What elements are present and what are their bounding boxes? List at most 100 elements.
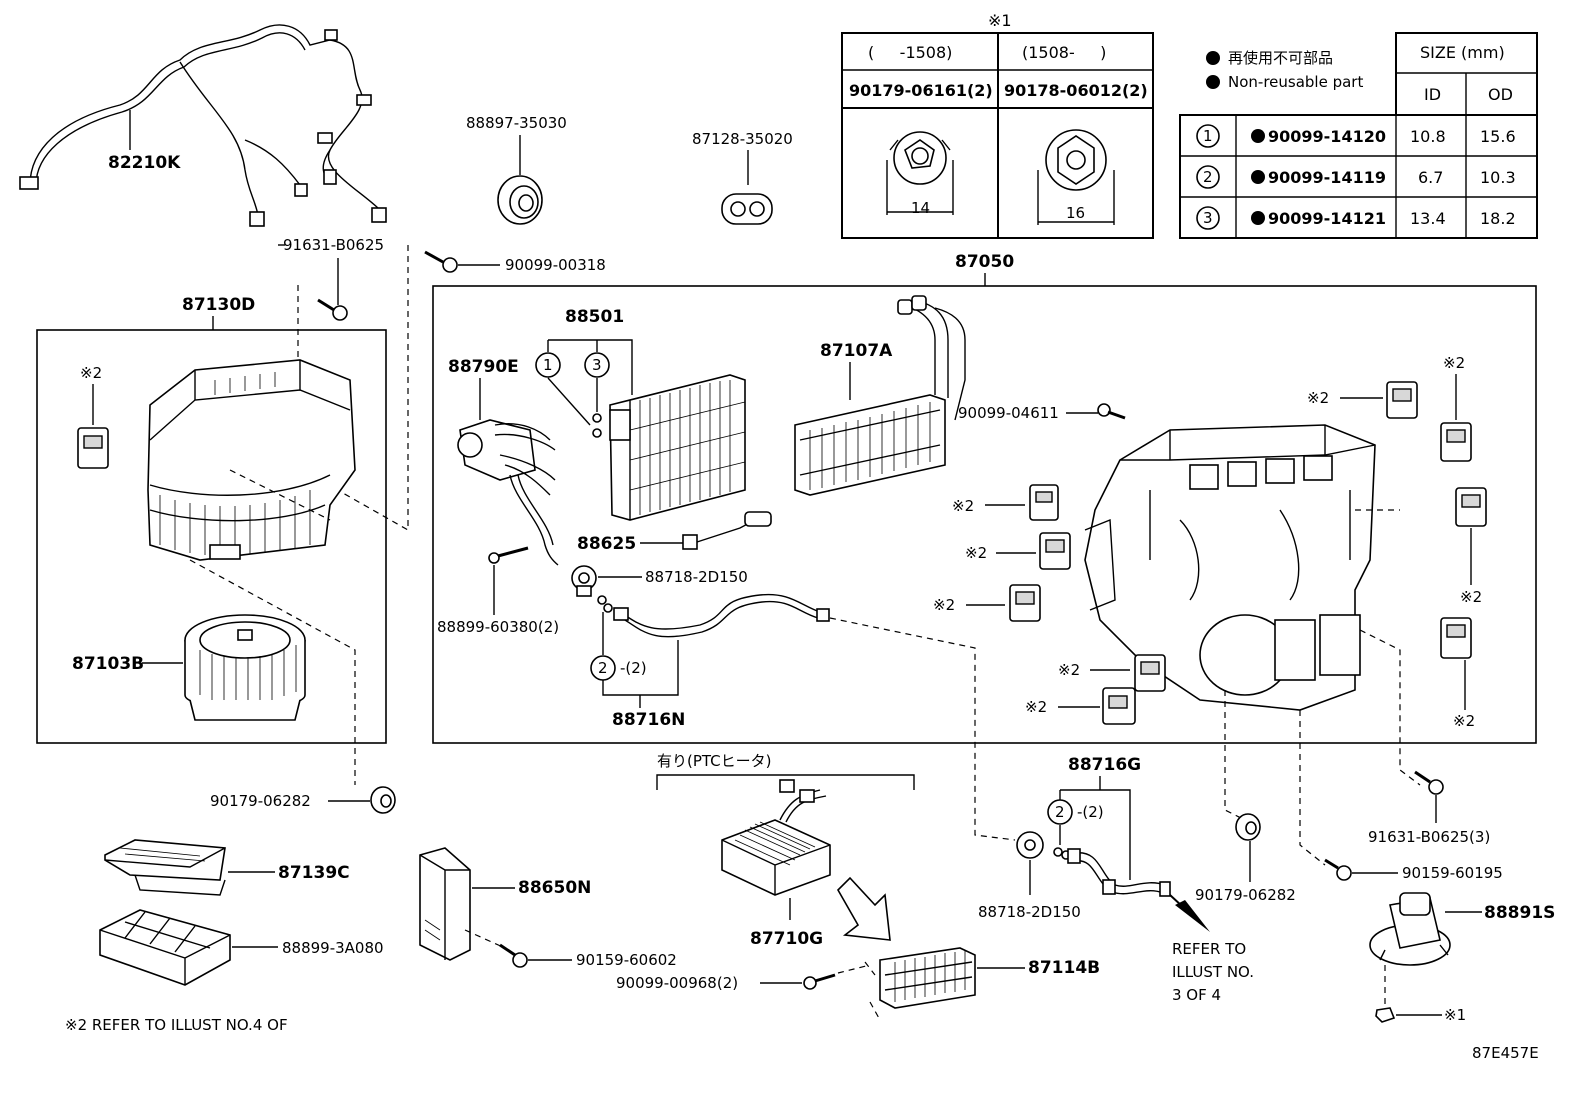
label-91631-b0625: 91631-B0625 xyxy=(283,236,384,254)
row2-no: 2 xyxy=(1203,168,1213,186)
thermistor-drawing xyxy=(682,511,772,550)
bolt-icon xyxy=(317,298,348,321)
callout-2-a-qty: -(2) xyxy=(620,659,647,677)
label-88501: 88501 xyxy=(565,307,624,327)
bullet-icon xyxy=(1251,170,1265,184)
o-ring-2-callout xyxy=(1047,799,1073,825)
label-87130d: 87130D xyxy=(182,295,255,315)
hvac-case-drawing xyxy=(1084,424,1376,711)
connector-icon xyxy=(19,176,39,190)
o-ring-icon xyxy=(597,595,607,605)
ptc-heater-drawing xyxy=(721,779,831,896)
unit-assy-frame xyxy=(432,285,1537,744)
o-ring-2-callout xyxy=(590,655,616,681)
servo-icon xyxy=(1009,584,1041,622)
bullet-icon xyxy=(1251,129,1265,143)
nut-col2-dim: 16 xyxy=(1066,204,1085,222)
connector-icon xyxy=(371,207,387,223)
servo-icon xyxy=(1455,487,1487,527)
figure-code: 87E457E xyxy=(1472,1044,1539,1062)
nut-col1-part: 90179-06161(2) xyxy=(849,81,993,100)
valve-drawing xyxy=(571,565,597,597)
size-table xyxy=(1179,32,1538,239)
servo-icon xyxy=(1440,422,1472,462)
screw-icon xyxy=(803,973,836,990)
expansion-valve-drawing xyxy=(457,419,559,566)
label-90179-06282-right: 90179-06282 xyxy=(1195,886,1296,904)
id-header: ID xyxy=(1424,85,1441,104)
harness-82210k-drawing xyxy=(19,24,387,227)
nut-table-title: ※1 xyxy=(988,11,1012,30)
row1-id: 10.8 xyxy=(1410,127,1446,146)
grommet-icon xyxy=(721,193,773,225)
o-ring-number-icon xyxy=(1196,124,1220,148)
nut-icon xyxy=(1375,1007,1396,1023)
screw-icon xyxy=(1097,403,1126,420)
tube-drawing xyxy=(1067,848,1171,897)
filter-drawing xyxy=(104,839,226,896)
label-88718-2d150-b: 88718-2D150 xyxy=(978,903,1081,921)
screw-icon xyxy=(424,250,458,273)
label-88899-60380: 88899-60380(2) xyxy=(437,618,559,636)
servo-icon xyxy=(1386,381,1418,419)
blower-case-drawing xyxy=(147,359,356,561)
tube-drawing xyxy=(613,593,830,638)
sensor-drawing xyxy=(1369,892,1451,966)
o-ring-icon xyxy=(592,413,602,423)
blower-assy-frame xyxy=(36,329,387,744)
label-88650n: 88650N xyxy=(518,878,591,898)
ref2-mark: ※2 xyxy=(80,364,102,382)
o-ring-number-icon xyxy=(1196,206,1220,230)
screw-icon xyxy=(1324,858,1352,881)
label-82210k: 82210K xyxy=(108,153,181,173)
row2-id: 6.7 xyxy=(1418,168,1443,187)
o-ring-icon xyxy=(592,428,602,438)
ref2-mark: ※2 xyxy=(952,497,974,515)
label-87103b: 87103B xyxy=(72,654,144,674)
arrow-icon xyxy=(1175,900,1210,932)
ref2-mark: ※2 xyxy=(1443,354,1465,372)
label-88790e: 88790E xyxy=(448,357,519,377)
label-87128-35020: 87128-35020 xyxy=(692,130,793,148)
label-87050: 87050 xyxy=(955,252,1014,272)
callout-2-b: 2 xyxy=(1055,803,1065,821)
servo-icon xyxy=(1039,532,1071,570)
row3-no: 3 xyxy=(1203,209,1213,227)
label-88716g: 88716G xyxy=(1068,755,1141,775)
screw-icon xyxy=(499,943,528,968)
nut-icon xyxy=(370,786,396,814)
seal-icon xyxy=(497,175,543,225)
bullet-icon xyxy=(1206,51,1220,65)
size-header: SIZE (mm) xyxy=(1420,43,1505,62)
label-88897-35030: 88897-35030 xyxy=(466,114,567,132)
filter-case-drawing xyxy=(99,909,231,986)
callout-2-a: 2 xyxy=(598,659,608,677)
servo-icon xyxy=(1102,687,1136,725)
callout-3: 3 xyxy=(592,356,602,374)
ref2-mark: ※2 xyxy=(1307,389,1329,407)
label-87107a: 87107A xyxy=(820,341,893,361)
refer-line-1: REFER TO xyxy=(1172,940,1246,958)
footnote: ※2 REFER TO ILLUST NO.4 OF xyxy=(65,1016,288,1034)
bullet-icon xyxy=(1206,75,1220,89)
bolt-icon xyxy=(1414,770,1444,795)
blower-motor-drawing xyxy=(184,614,306,721)
o-ring-icon xyxy=(1053,847,1063,857)
connector-icon xyxy=(294,183,308,197)
o-ring-icon xyxy=(603,603,613,613)
label-91631-b0625-3: 91631-B0625(3) xyxy=(1368,828,1490,846)
o-ring-3-callout xyxy=(584,352,610,378)
ref2-mark: ※2 xyxy=(933,596,955,614)
valve-drawing xyxy=(1016,831,1044,859)
nut-col2-part: 90178-06012(2) xyxy=(1004,81,1148,100)
connector-icon xyxy=(356,94,372,106)
label-90179-06282-left: 90179-06282 xyxy=(210,792,311,810)
connector-icon xyxy=(249,211,265,227)
nut-col1-dim: 14 xyxy=(911,199,930,217)
row1-od: 15.6 xyxy=(1480,127,1516,146)
row3-id: 13.4 xyxy=(1410,209,1446,228)
row3-od: 18.2 xyxy=(1480,209,1516,228)
ptc-core-drawing xyxy=(879,947,976,1009)
bullet-icon xyxy=(1251,211,1265,225)
